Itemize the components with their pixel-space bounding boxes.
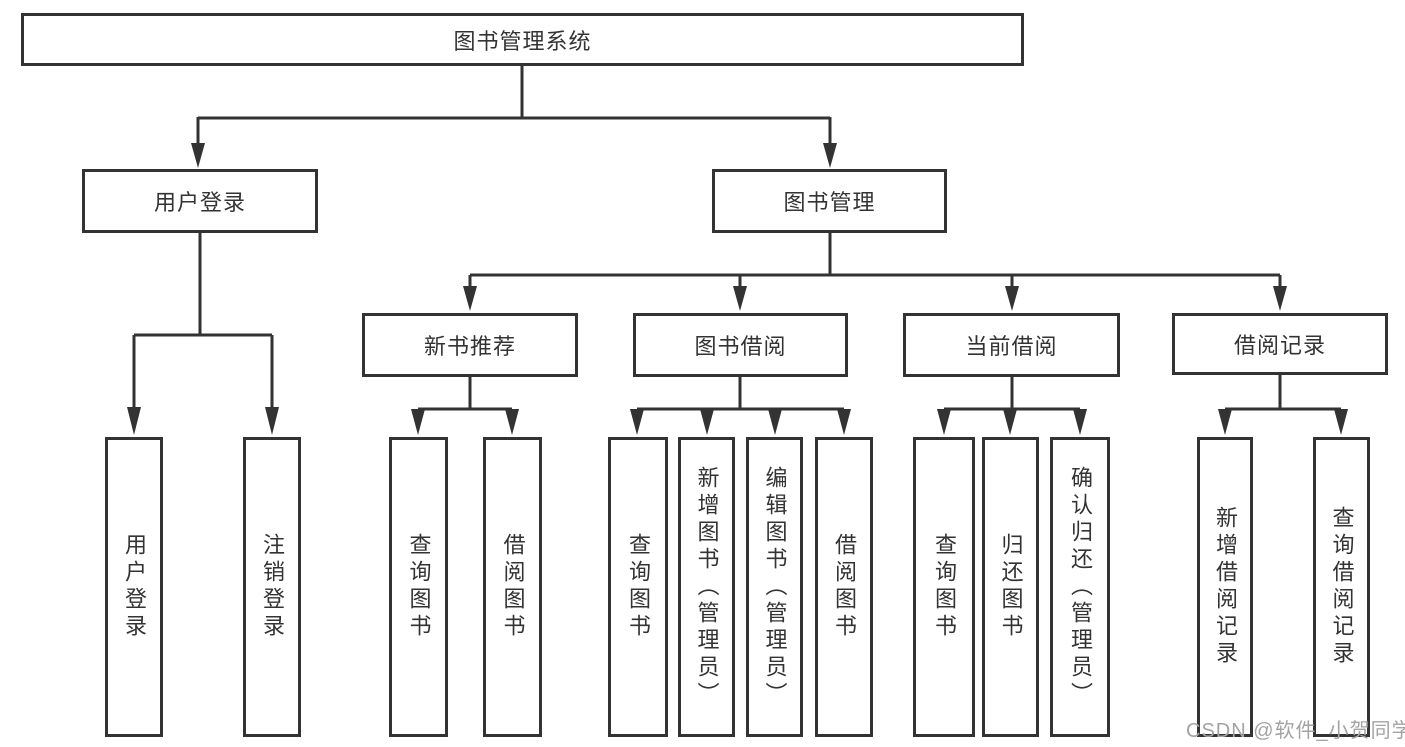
leaf-label: 借阅图书 [500,533,526,641]
arrowhead-icon [411,409,425,435]
leaf-query-books: 查询图书 [389,437,448,737]
arrowhead-icon [505,409,519,435]
leaf-return-books: 归还图书 [982,437,1039,737]
csdn-watermark: CSDN @软件_小贺同学 [1186,720,1405,742]
arrowhead-icon [630,409,644,435]
leaf-add-borrow-record: 新增借阅记录 [1197,437,1253,737]
leaf-borrow-books: 借阅图书 [483,437,542,737]
leaf-label: 归还图书 [998,533,1024,641]
node-book-management: 图书管理 [712,169,947,233]
leaf-label: 确认归还（管理员） [1068,465,1093,709]
leaf-confirm-return-admin: 确认归还（管理员） [1050,437,1110,737]
node-new-book-recommend: 新书推荐 [362,313,578,377]
leaf-add-books-admin: 新增图书（管理员） [678,437,735,737]
leaf-label: 借阅图书 [832,533,857,641]
leaf-label: 查询图书 [406,533,432,641]
leaf-query-borrow-record: 查询借阅记录 [1313,437,1370,737]
arrowhead-icon [265,407,279,435]
arrowhead-icon [937,409,951,435]
leaf-label: 编辑图书（管理员） [762,465,788,709]
arrowhead-icon [191,143,205,168]
leaf-label: 查询借阅记录 [1329,506,1355,668]
leaf-label: 查询图书 [626,533,651,641]
leaf-label: 查询图书 [932,533,957,641]
leaf-label: 新增借阅记录 [1213,506,1238,668]
node-user-login-branch: 用户登录 [82,169,318,233]
arrowhead-icon [1334,409,1348,435]
arrowhead-icon [733,286,747,311]
leaf-label: 用户登录 [122,533,147,641]
arrowhead-icon [1003,409,1017,435]
arrowhead-icon [463,286,477,311]
arrowhead-icon [1218,409,1232,435]
node-label: 借阅记录 [1233,333,1326,358]
leaf-query-books: 查询图书 [608,437,668,737]
arrowhead-icon [1273,286,1287,311]
arrowhead-icon [1073,409,1087,435]
arrowhead-icon [823,143,837,168]
node-label: 当前借阅 [965,334,1058,359]
node-root: 图书管理系统 [21,13,1024,66]
arrowhead-icon [127,407,141,435]
leaf-borrow-books: 借阅图书 [815,437,873,737]
leaf-user-login: 用户登录 [105,437,163,737]
arrowheads [127,143,1348,435]
arrowhead-icon [837,409,851,435]
node-label: 图书管理 [783,190,876,215]
leaf-query-books: 查询图书 [913,437,975,737]
node-label: 用户登录 [153,190,246,215]
leaf-label: 注销登录 [260,533,285,641]
arrowhead-icon [1005,286,1019,311]
node-label: 图书借阅 [694,334,787,359]
leaf-logout: 注销登录 [243,437,301,737]
node-book-borrow: 图书借阅 [633,313,848,377]
arrowhead-icon [700,409,714,435]
node-label: 新书推荐 [423,334,516,359]
arrowhead-icon [768,409,782,435]
leaf-edit-books-admin: 编辑图书（管理员） [746,437,803,737]
node-root-label: 图书管理系统 [453,28,592,54]
node-borrow-records: 借阅记录 [1172,313,1388,375]
node-current-borrow: 当前借阅 [903,313,1120,377]
leaf-label: 新增图书（管理员） [694,465,720,709]
